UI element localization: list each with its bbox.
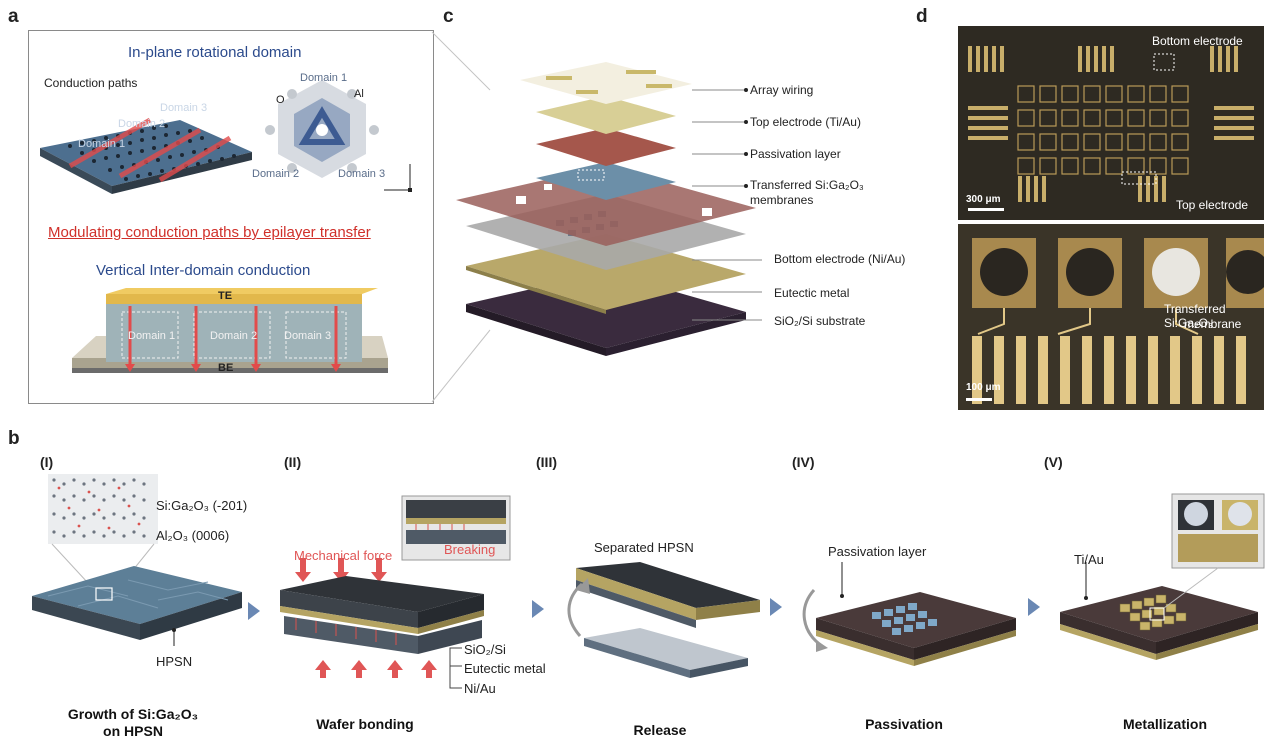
- step2-bracket: [449, 647, 462, 689]
- vertical-device-illustration: [72, 288, 388, 373]
- step2-eutectic-label: Eutectic metal: [464, 661, 546, 676]
- conduction-paths-label: Conduction paths: [44, 76, 138, 90]
- step4-passivation-label: Passivation layer: [828, 544, 927, 559]
- axis-corner-icon: [384, 164, 412, 192]
- step1-hpsn-label: HPSN: [156, 654, 193, 669]
- layer-label-array-wiring: Array wiring: [750, 83, 814, 97]
- step-5-numeral: (V): [1044, 454, 1063, 470]
- step-4-numeral: (IV): [792, 454, 815, 470]
- step5-tiau-label: Ti/Au: [1074, 552, 1104, 567]
- step-1-caption-line2: on HPSN: [103, 723, 163, 739]
- scale-bar-100-label: 100 μm: [966, 382, 1001, 393]
- zoom-guide-lines: [431, 31, 491, 403]
- layer-label-membranes: Transferred Si:Ga₂O₃ membranes: [750, 178, 864, 207]
- step-2-caption: Wafer bonding: [316, 716, 414, 732]
- scale-bar-300-label: 300 μm: [966, 194, 1001, 205]
- exploded-layer-stack: [456, 62, 756, 356]
- step-5-metallization-illustration: [1060, 493, 1265, 660]
- membrane-label-line1: Transferred Si:Ga₂O₃: [1164, 302, 1226, 330]
- te-label: TE: [218, 290, 233, 302]
- step1-al2o3-label: Al₂O₃ (0006): [156, 528, 230, 543]
- domain-2-left-label: Domain 2: [118, 118, 166, 130]
- step-4-caption: Passivation: [865, 716, 943, 732]
- domain-1-vertical-label: Domain 1: [128, 330, 176, 342]
- be-label: BE: [218, 362, 234, 374]
- step-arrow-1: [248, 602, 260, 620]
- step-arrow-2: [532, 600, 544, 618]
- layer-label-passivation: Passivation layer: [750, 147, 841, 161]
- step-1-caption-line1: Growth of Si:Ga₂O₃: [67, 706, 199, 722]
- panel-b-letter: b: [8, 428, 20, 449]
- step2-mechanical-force-label: Mechanical force: [294, 548, 393, 563]
- layer-label-eutectic: Eutectic metal: [774, 286, 850, 300]
- step2-niau-label: Ni/Au: [464, 681, 496, 696]
- panel-a-title-bottom: Vertical Inter-domain conduction: [96, 262, 311, 279]
- step-5-caption: Metallization: [1122, 716, 1207, 732]
- step-3-release-illustration: [567, 562, 760, 678]
- panel-d-letter: d: [916, 6, 928, 27]
- domain-3-vertical-label: Domain 3: [284, 330, 332, 342]
- micrograph-top: [958, 26, 1264, 220]
- step-arrow-4: [1028, 598, 1040, 616]
- domain-2-hex-label: Domain 2: [252, 168, 300, 180]
- step1-ga2o3-label: Si:Ga₂O₃ (-201): [156, 498, 248, 513]
- step-2-numeral: (II): [284, 454, 302, 470]
- domain-2-vertical-label: Domain 2: [210, 330, 258, 342]
- step3-separated-label: Separated HPSN: [594, 540, 694, 555]
- step-3-numeral: (III): [536, 454, 557, 470]
- step-1-numeral: (I): [40, 454, 54, 470]
- step-1-growth-illustration: [32, 474, 242, 646]
- step2-breaking-label: Breaking: [444, 542, 496, 557]
- step-arrow-3: [770, 598, 782, 616]
- domain-1-hex-label: Domain 1: [300, 72, 348, 84]
- step-2-bonding-illustration: [280, 495, 511, 678]
- rotational-domain-illustration: [40, 117, 252, 194]
- membrane-label-line2: membrane: [1184, 317, 1242, 331]
- layer-label-substrate: SiO₂/Si substrate: [774, 314, 866, 328]
- hexagonal-lattice-illustration: [265, 80, 379, 178]
- domain-3-left-label: Domain 3: [160, 102, 208, 114]
- panel-a-title-top: In-plane rotational domain: [128, 44, 302, 61]
- step-3-caption: Release: [633, 722, 687, 738]
- layer-label-top-electrode: Top electrode (Ti/Au): [750, 115, 861, 129]
- top-electrode-label: Top electrode: [1176, 198, 1249, 212]
- step2-sio2-label: SiO₂/Si: [464, 642, 506, 657]
- red-caption: Modulating conduction paths by epilayer …: [48, 224, 371, 241]
- domain-3-hex-label: Domain 3: [338, 168, 386, 180]
- layer-leader-lines: [692, 88, 762, 321]
- panel-a-letter: a: [8, 6, 19, 27]
- aluminum-atom-label: Al: [354, 88, 364, 100]
- step-4-passivation-illustration: [802, 562, 1016, 666]
- domain-1-left-label: Domain 1: [78, 138, 126, 150]
- layer-label-bottom-electrode: Bottom electrode (Ni/Au): [774, 252, 906, 266]
- micrograph-bottom: [958, 224, 1264, 410]
- panel-c-letter: c: [443, 6, 454, 27]
- oxygen-atom-label: O: [276, 94, 285, 106]
- bottom-electrode-label: Bottom electrode: [1152, 34, 1243, 48]
